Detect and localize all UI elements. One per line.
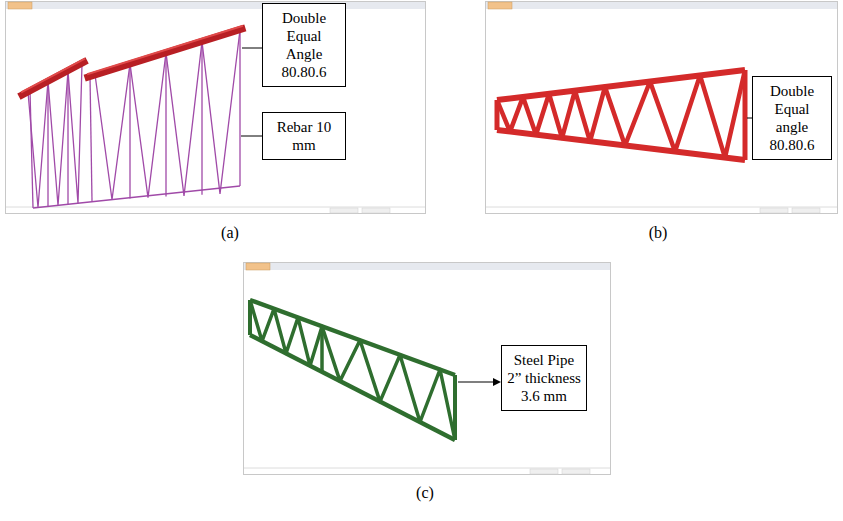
panel-label: (a) xyxy=(221,224,239,242)
steel-pipe-truss xyxy=(250,300,455,440)
callout-text: Double Equal angle 80.80.6 xyxy=(757,82,827,154)
double-angle-truss xyxy=(497,70,745,160)
viewport-frames xyxy=(6,2,838,475)
window-bars xyxy=(6,2,837,474)
rebar-web xyxy=(28,30,240,208)
callout-box: Rebar 10 mm xyxy=(262,112,346,160)
callout-text: Steel Pipe 2” thickness 3.6 mm xyxy=(506,351,582,405)
callout-text: Double Equal Angle 80.80.6 xyxy=(267,9,341,81)
callout-box: Double Equal angle 80.80.6 xyxy=(752,76,832,160)
panel-label: (c) xyxy=(416,484,434,502)
callout-text: Rebar 10 mm xyxy=(267,118,341,154)
panel-label: (b) xyxy=(649,224,668,242)
leader-arrow xyxy=(458,378,501,386)
callout-box: Steel Pipe 2” thickness 3.6 mm xyxy=(501,345,587,411)
callout-box: Double Equal Angle 80.80.6 xyxy=(262,3,346,87)
leader-lines xyxy=(241,48,262,136)
double-angle-chord xyxy=(22,26,242,95)
